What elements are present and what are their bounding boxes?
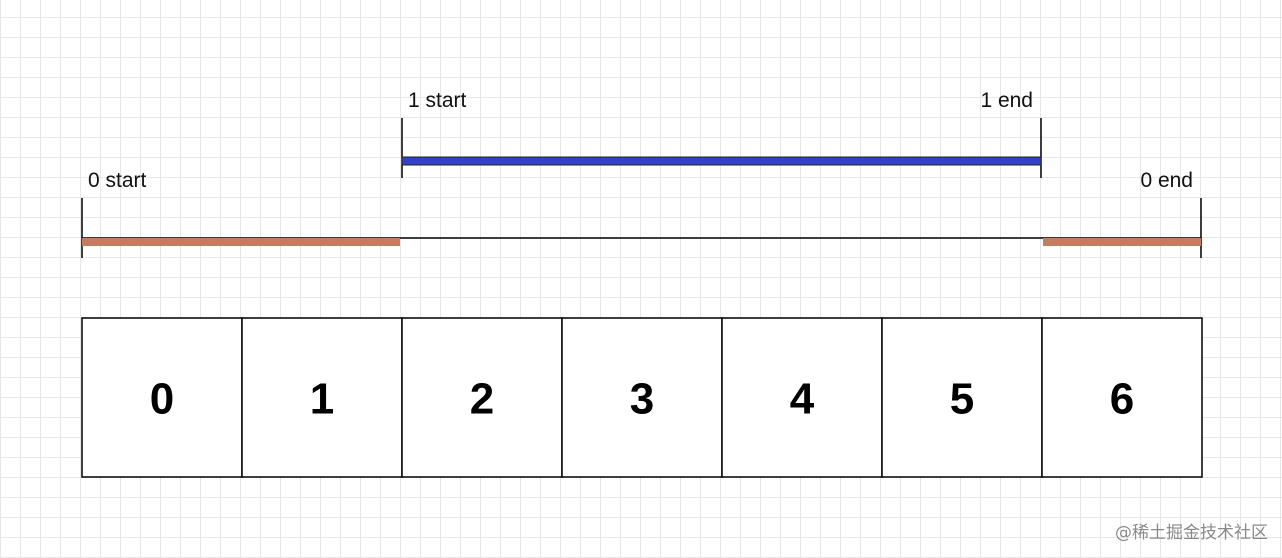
segment-0: 0 start 0 end [81,169,1202,258]
segment-0-bar-right [1043,238,1201,246]
segment-1-start-label: 1 start [408,89,467,112]
array-cell-label: 5 [950,375,974,424]
array-cell-label: 2 [470,375,494,424]
array-cells: 0 1 2 3 4 5 6 [81,317,1203,478]
array-cell-label: 4 [790,375,815,424]
segment-1-end-label: 1 end [980,89,1033,112]
array-cell [721,317,883,478]
array-cell [241,317,403,478]
array-cell-label: 3 [630,375,654,424]
segment-1-bar [401,156,1042,166]
array-cell [401,317,563,478]
array-cell-label: 0 [150,375,174,424]
array-cell-label: 6 [1110,375,1134,424]
array-cell-label: 1 [310,375,334,424]
array-cell [81,317,243,478]
segment-0-bar-left [82,238,400,246]
segment-0-start-label: 0 start [88,169,147,192]
array-cell [881,317,1043,478]
segment-0-end-label: 0 end [1140,169,1193,192]
watermark: @稀土掘金技术社区 [1115,523,1268,543]
array-cell [561,317,723,478]
array-cell [1041,317,1203,478]
segment-1: 1 start 1 end [401,89,1042,178]
